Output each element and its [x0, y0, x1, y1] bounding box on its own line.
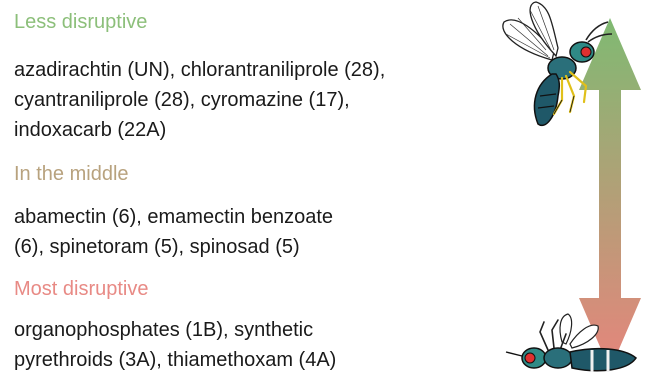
- in-the-middle-list: abamectin (6), emamectin benzoate (6), s…: [14, 202, 333, 262]
- heading-most-disruptive: Most disruptive: [14, 278, 149, 300]
- text-line: pyrethroids (3A), thiamethoxam (4A): [14, 349, 337, 371]
- text-line: organophosphates (1B), synthetic: [14, 319, 314, 341]
- double-arrow-icon: [579, 18, 641, 370]
- most-disruptive-list: organophosphates (1B), synthetic pyrethr…: [14, 315, 336, 375]
- heading-in-the-middle: In the middle: [14, 163, 129, 185]
- text-line: indoxacarb (22A): [14, 119, 167, 141]
- less-disruptive-list: azadirachtin (UN), chlorantraniliprole (…: [14, 55, 385, 145]
- text-line: (6), spinetoram (5), spinosad (5): [14, 236, 300, 258]
- wasp-icon: [502, 1, 613, 127]
- heading-less-disruptive: Less disruptive: [14, 11, 148, 33]
- dead-wasp-icon: [505, 313, 637, 372]
- text-line: azadirachtin (UN), chlorantraniliprole (…: [14, 59, 386, 81]
- text-line: abamectin (6), emamectin benzoate: [14, 206, 334, 228]
- text-line: cyantraniliprole (28), cyromazine (17),: [14, 89, 350, 111]
